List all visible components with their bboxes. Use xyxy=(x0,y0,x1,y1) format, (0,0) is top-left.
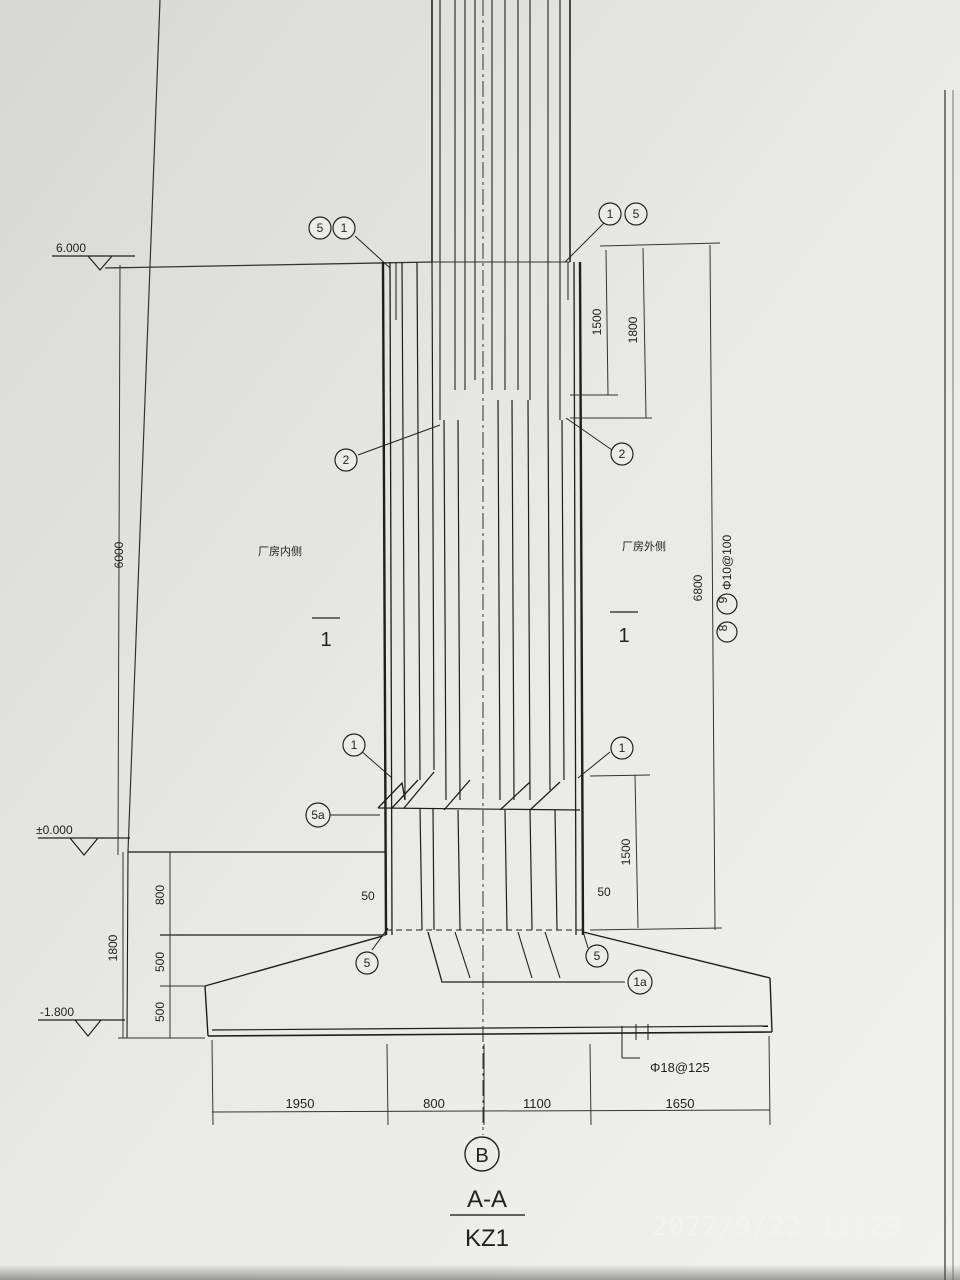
bubble-text: 1a xyxy=(633,975,647,989)
column-upper xyxy=(431,0,571,420)
bubble-text: 5 xyxy=(317,221,324,235)
elevation-labels: 6.000 ±0.000 -1.800 xyxy=(36,241,86,1019)
dim-lap-inner: 1500 xyxy=(590,308,604,335)
bubble-text: 1 xyxy=(619,741,626,755)
bubble-stirrup-a xyxy=(716,621,738,643)
dim-lower-lap: 1500 xyxy=(619,838,633,865)
dim-cover-right: 50 xyxy=(597,885,611,899)
section-title: A-A xyxy=(467,1186,507,1213)
bubble-top-left-a xyxy=(308,216,332,240)
bubble-5a xyxy=(305,802,331,828)
bubble-low-right xyxy=(610,736,634,760)
outline xyxy=(104,0,570,853)
bubble-1a xyxy=(627,969,653,995)
elevation-bottom: -1.800 xyxy=(40,1005,74,1019)
callout-bubbles xyxy=(305,202,738,1172)
bubble-text: 1 xyxy=(341,221,348,235)
bottom-rebar-spec: Φ18@125 xyxy=(650,1060,710,1075)
bubble-top-left-b xyxy=(332,216,356,240)
dim-span-4: 1650 xyxy=(666,1096,695,1111)
dim-foundation-top: 800 xyxy=(153,885,167,905)
bubble-text: 1 xyxy=(351,738,358,752)
bubble-text: 1 xyxy=(607,207,614,221)
bubble-stirrup-b xyxy=(716,593,738,615)
inner-side-label: 厂房内侧 xyxy=(258,544,302,558)
bubble-labels: 5 1 1 5 2 2 1 1 5a 5 5 1a 8 9 B xyxy=(311,207,730,1167)
footing xyxy=(126,851,773,1059)
dim-cover-left: 50 xyxy=(361,889,375,903)
leader-lines xyxy=(330,221,625,983)
bubble-mid-left xyxy=(334,448,358,472)
bubble-text: 5 xyxy=(364,956,371,970)
elevation-top: 6.000 xyxy=(56,241,86,255)
bubble-text: 2 xyxy=(619,447,626,461)
bubble-text: 5 xyxy=(633,207,640,221)
dim-foundation-mid: 500 xyxy=(153,952,167,972)
rebar-specs: Φ10@100 Φ18@125 xyxy=(650,535,734,1075)
outer-side-label: 厂房外侧 xyxy=(622,540,666,553)
dim-foundation-base: 500 xyxy=(153,1002,167,1022)
dim-lap-outer: 1800 xyxy=(626,316,640,343)
section-title-block: A-A KZ1 xyxy=(465,1186,509,1252)
dim-rebar-extension: 6800 xyxy=(691,574,705,601)
axis-label: B xyxy=(475,1145,488,1167)
bubble-low-left xyxy=(342,733,366,757)
bubble-base-right xyxy=(585,944,609,968)
elevation-marks xyxy=(38,255,135,1037)
dim-total-height: 6000 xyxy=(112,541,126,568)
side-labels: 厂房内侧 厂房外侧 1 1 xyxy=(258,540,666,651)
bubble-text: 9 xyxy=(716,596,730,603)
dimension-lines xyxy=(117,242,771,1216)
bubble-text: 2 xyxy=(343,453,350,467)
bubble-top-right-a xyxy=(598,202,622,226)
bubble-base-left xyxy=(355,951,379,975)
section-subtitle: KZ1 xyxy=(465,1225,509,1252)
bubble-text: 5a xyxy=(311,808,325,822)
column-body xyxy=(377,261,585,936)
dimension-labels: 6000 6800 1800 1500 1500 1800 800 500 50… xyxy=(106,308,705,1111)
section-mark-right: 1 xyxy=(618,625,629,647)
axis-bubble xyxy=(464,1136,500,1172)
dim-span-2: 800 xyxy=(423,1096,445,1111)
stirrup-spec: Φ10@100 xyxy=(720,535,734,590)
dim-foundation-depth: 1800 xyxy=(106,934,120,961)
bubble-text: 5 xyxy=(594,949,601,963)
bubble-mid-right xyxy=(610,442,634,466)
elevation-ground: ±0.000 xyxy=(36,823,73,837)
dim-span-1: 1950 xyxy=(286,1096,315,1111)
photo-timestamp: 2022/9/22 13:23 xyxy=(652,1212,902,1242)
section-mark-left: 1 xyxy=(320,629,331,651)
dim-span-3: 1100 xyxy=(523,1096,551,1111)
bubble-top-right-b xyxy=(624,202,648,226)
bubble-text: 8 xyxy=(716,624,730,631)
